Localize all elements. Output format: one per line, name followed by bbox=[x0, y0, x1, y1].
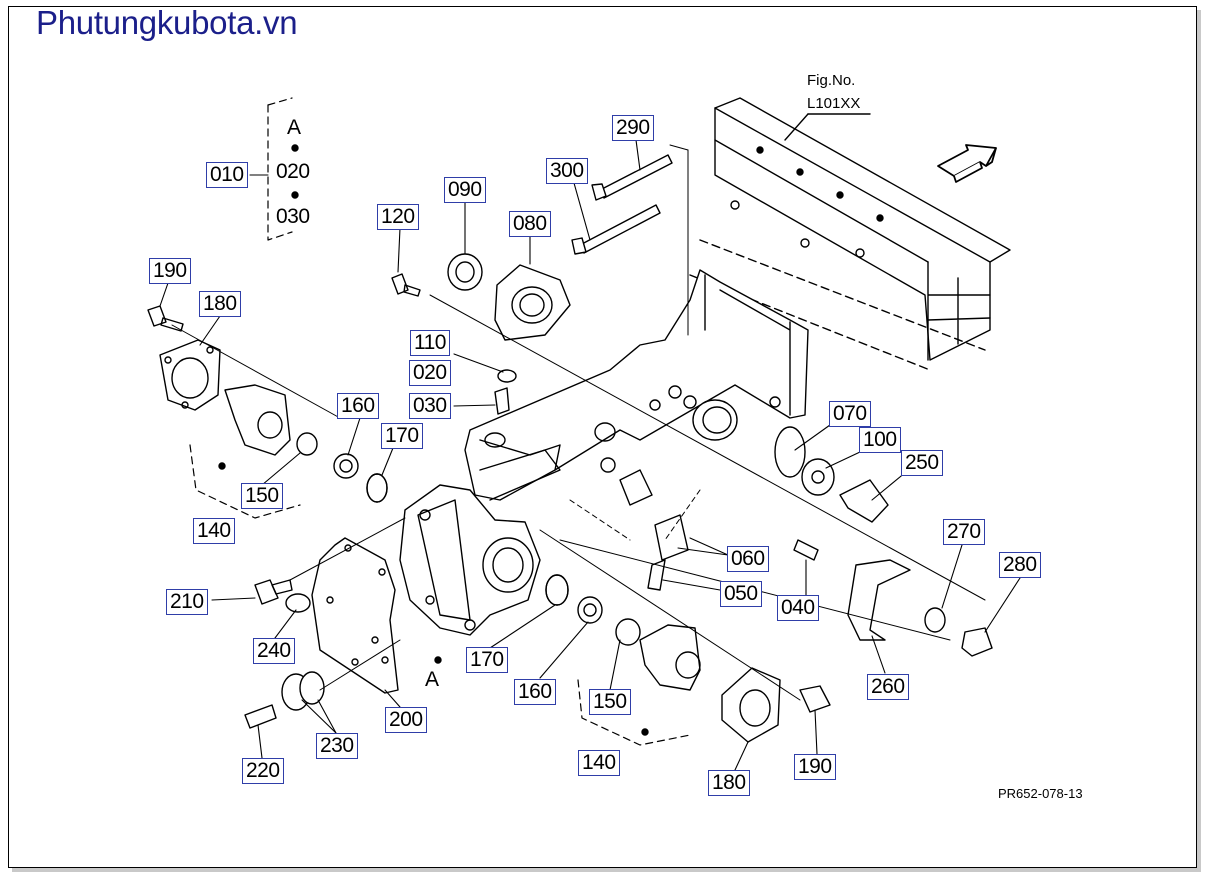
part-label-250[interactable]: 250 bbox=[901, 450, 943, 476]
part-label-120[interactable]: 120 bbox=[377, 204, 419, 230]
part-label-040[interactable]: 040 bbox=[777, 595, 819, 621]
part-label-160[interactable]: 160 bbox=[337, 393, 379, 419]
leader-lines bbox=[159, 139, 1021, 771]
drawing-frame bbox=[8, 6, 1197, 868]
part-label-150[interactable]: 150 bbox=[241, 483, 283, 509]
view-mark-a: A bbox=[425, 668, 439, 691]
part-label-300[interactable]: 300 bbox=[546, 158, 588, 184]
group-part-030: 030 bbox=[276, 205, 310, 228]
figure-ref-leader bbox=[784, 113, 809, 141]
part-label-020[interactable]: 020 bbox=[409, 360, 451, 386]
axle-support-housing bbox=[464, 269, 809, 506]
part-label-050[interactable]: 050 bbox=[720, 581, 762, 607]
frame-rail bbox=[689, 97, 1011, 371]
figure-ref-line2: L101XX bbox=[807, 95, 861, 112]
kit-brackets bbox=[189, 97, 691, 746]
part-label-240[interactable]: 240 bbox=[253, 638, 295, 664]
frame-shadow-right bbox=[1197, 10, 1201, 872]
part-label-260[interactable]: 260 bbox=[867, 674, 909, 700]
part-label-210[interactable]: 210 bbox=[166, 589, 208, 615]
part-label-090[interactable]: 090 bbox=[444, 177, 486, 203]
part-label-220[interactable]: 220 bbox=[242, 758, 284, 784]
part-label-100[interactable]: 100 bbox=[859, 427, 901, 453]
part-label-200[interactable]: 200 bbox=[385, 707, 427, 733]
part-label-010[interactable]: 010 bbox=[206, 162, 248, 188]
gear-case bbox=[399, 484, 541, 636]
part-label-230[interactable]: 230 bbox=[316, 733, 358, 759]
part-label-190-lower[interactable]: 190 bbox=[794, 754, 836, 780]
part-label-140-lower[interactable]: 140 bbox=[578, 750, 620, 776]
part-label-150-lower[interactable]: 150 bbox=[589, 689, 631, 715]
right-flange bbox=[545, 574, 781, 743]
group-view-mark: A bbox=[287, 116, 301, 139]
part-label-180[interactable]: 180 bbox=[199, 291, 241, 317]
part-label-170[interactable]: 170 bbox=[381, 423, 423, 449]
part-label-170-lower[interactable]: 170 bbox=[466, 647, 508, 673]
drawing-code: PR652-078-13 bbox=[998, 786, 1083, 801]
part-label-190[interactable]: 190 bbox=[149, 258, 191, 284]
part-label-070[interactable]: 070 bbox=[829, 401, 871, 427]
part-label-110[interactable]: 110 bbox=[410, 330, 450, 356]
direction-arrow-icon bbox=[937, 144, 997, 183]
part-label-030[interactable]: 030 bbox=[409, 393, 451, 419]
bearing-housing bbox=[447, 253, 571, 341]
watermark-text: Phutungkubota.vn bbox=[36, 4, 298, 41]
left-flange bbox=[159, 339, 388, 503]
part-label-180-lower[interactable]: 180 bbox=[708, 770, 750, 796]
part-label-060[interactable]: 060 bbox=[727, 546, 769, 572]
frame-shadow-bottom bbox=[12, 868, 1201, 872]
figure-ref-line1: Fig.No. bbox=[807, 72, 856, 89]
part-label-080[interactable]: 080 bbox=[509, 211, 551, 237]
part-label-280[interactable]: 280 bbox=[999, 552, 1041, 578]
part-label-160-lower[interactable]: 160 bbox=[514, 679, 556, 705]
part-label-270[interactable]: 270 bbox=[943, 519, 985, 545]
group-part-020: 020 bbox=[276, 160, 310, 183]
part-label-290[interactable]: 290 bbox=[612, 115, 654, 141]
part-label-140[interactable]: 140 bbox=[193, 518, 235, 544]
